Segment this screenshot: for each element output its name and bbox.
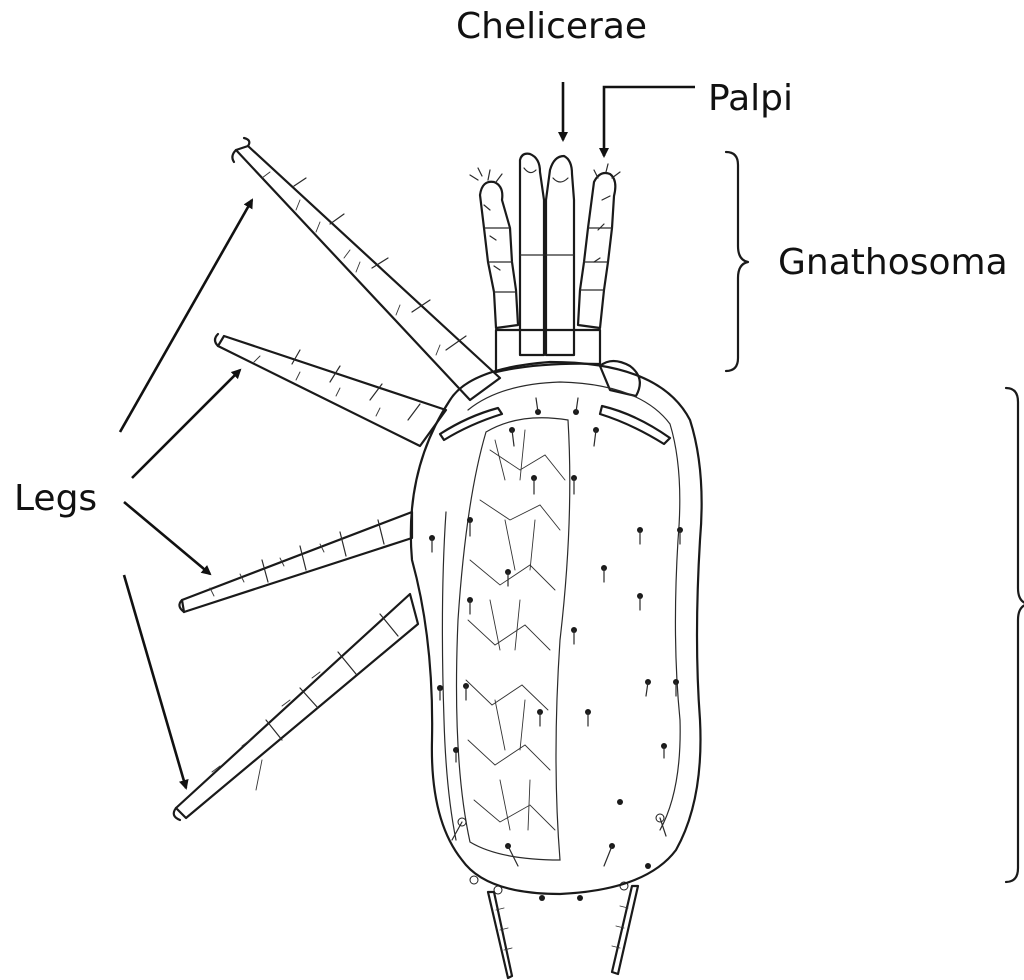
gnathosoma-label: Gnathosoma — [778, 242, 1008, 283]
idiosoma-brace — [1006, 388, 1024, 882]
chelicera-right — [546, 156, 574, 355]
palpi-arrow — [604, 87, 695, 156]
leg-3 — [179, 512, 412, 612]
leg-4 — [174, 594, 418, 820]
palpi-label: Palpi — [708, 78, 793, 119]
idiosoma — [411, 362, 702, 978]
leg-arrows — [120, 200, 252, 788]
palp-left — [470, 168, 518, 328]
leg-2 — [215, 334, 446, 446]
chelicera-left — [520, 154, 544, 355]
chelicerae-label: Chelicerae — [456, 6, 647, 47]
leg-1 — [232, 138, 500, 400]
gnathosoma-brace — [726, 152, 748, 371]
gnathosoma-base — [496, 330, 600, 372]
legs-label: Legs — [14, 478, 97, 519]
palp-right — [578, 164, 620, 328]
